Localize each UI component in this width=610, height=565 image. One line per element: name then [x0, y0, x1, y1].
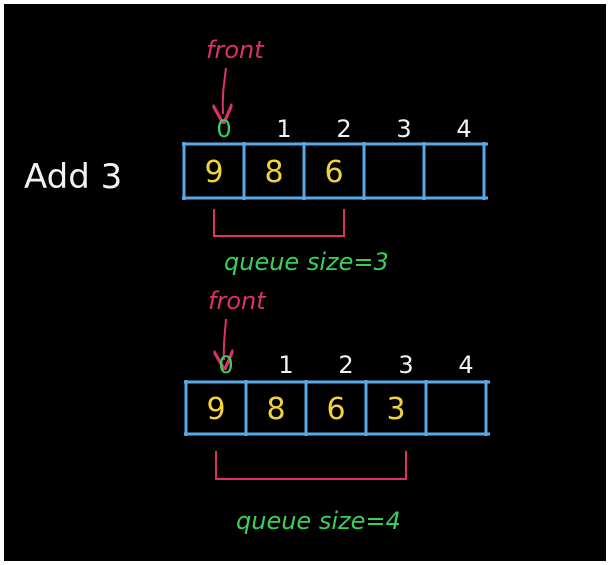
queue-size-label: queue size=4: [236, 507, 401, 535]
index-label: 2: [336, 115, 351, 143]
cell-value: 9: [204, 155, 223, 190]
queue-2: front 0 1 2 3 4 9 8 6 3 queue size=4: [184, 287, 490, 535]
front-arrow: [224, 318, 226, 360]
index-row: 0 1 2 3 4: [218, 351, 473, 379]
cell-value: 8: [264, 155, 283, 190]
cell-value: 6: [324, 155, 343, 190]
index-label: 0: [216, 115, 231, 143]
cell-value: 3: [386, 392, 405, 427]
front-label: front: [206, 36, 265, 64]
size-bracket: [215, 451, 407, 480]
cell-value: 9: [206, 392, 225, 427]
whiteboard-canvas: Add 3 front 0 1 2 3 4 9 8 6 queue size=3 front…: [4, 4, 606, 561]
queue-diagram: Add 3 front 0 1 2 3 4 9 8 6 queue size=3 front…: [24, 36, 490, 535]
index-label: 3: [396, 115, 411, 143]
size-bracket: [213, 209, 345, 237]
index-label: 2: [338, 351, 353, 379]
cell-value: 6: [326, 392, 345, 427]
front-label: front: [208, 287, 267, 315]
queue-cell: [426, 146, 482, 196]
operation-title: Add 3: [24, 157, 122, 197]
cell-value: 8: [266, 392, 285, 427]
queue-cell: [366, 146, 422, 196]
queue-cell: [428, 384, 484, 432]
queue-1: front 0 1 2 3 4 9 8 6 queue size=3: [182, 36, 488, 276]
index-label: 1: [276, 115, 291, 143]
index-label: 3: [398, 351, 413, 379]
queue-size-label: queue size=3: [224, 248, 389, 276]
front-arrow: [223, 67, 226, 114]
index-label: 4: [458, 351, 473, 379]
index-row: 0 1 2 3 4: [216, 115, 471, 143]
index-label: 4: [456, 115, 471, 143]
queue-array: 9 8 6 3: [184, 380, 490, 436]
queue-array: 9 8 6: [182, 142, 488, 200]
index-label: 1: [278, 351, 293, 379]
index-label: 0: [218, 351, 233, 379]
